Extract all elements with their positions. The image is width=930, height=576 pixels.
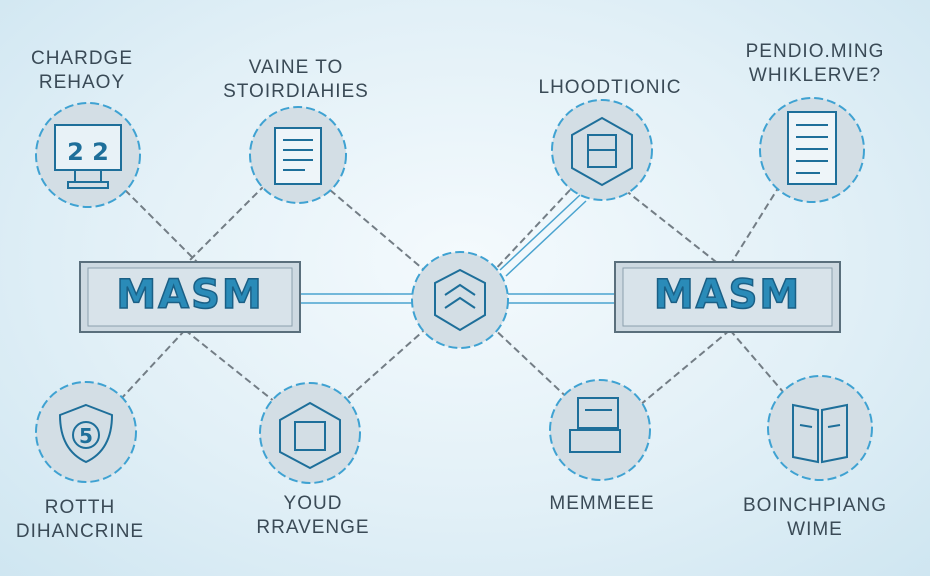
report-icon xyxy=(787,111,837,185)
connector-lines xyxy=(119,184,791,411)
document-icon xyxy=(274,127,322,185)
label-top-mid-right: LHOODTIONIC xyxy=(538,77,682,98)
building-icon xyxy=(571,116,633,187)
node-icons xyxy=(54,111,848,470)
cube-icon xyxy=(279,401,341,470)
monitor-icon xyxy=(54,124,122,189)
node-center xyxy=(411,251,509,349)
book-icon xyxy=(792,403,848,464)
box-left-label: MASM xyxy=(116,271,264,319)
box-right xyxy=(614,261,841,333)
machine-icon xyxy=(569,397,621,453)
shield-icon xyxy=(58,403,114,464)
box-right-label: MASM xyxy=(653,271,802,319)
box-left xyxy=(79,261,301,333)
center-emblem-icon xyxy=(434,268,486,332)
node-book xyxy=(767,375,873,481)
node-cube xyxy=(259,382,361,484)
node-shield xyxy=(35,381,137,483)
label-bottom-mid-right: MEMMEEE xyxy=(549,493,655,514)
double-link-lines xyxy=(300,194,615,304)
shield-icon-text: 5 xyxy=(79,424,93,448)
monitor-icon-text: 2 2 xyxy=(67,138,109,166)
